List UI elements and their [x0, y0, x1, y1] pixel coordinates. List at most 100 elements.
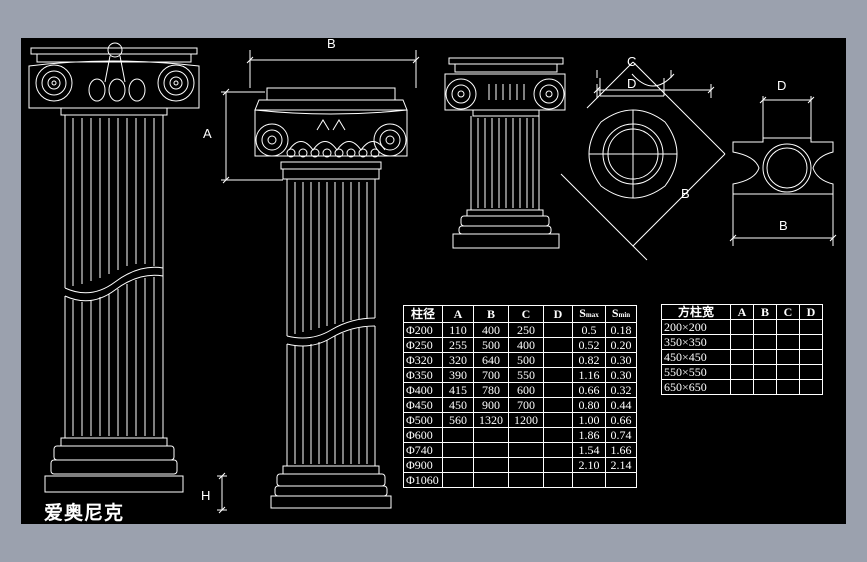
table-cell: 450 [442, 397, 474, 413]
table-row: 450×450 [661, 349, 823, 365]
dim-d-round: D [627, 76, 636, 91]
table-cell: 0.66 [605, 412, 637, 428]
column-2-shaft-lower [286, 326, 376, 466]
dim-a: A [203, 126, 212, 141]
table-cell: Φ500 [403, 412, 443, 428]
column-3-shaft [470, 116, 540, 210]
table-cell: 0.30 [605, 367, 637, 383]
drawing-canvas: B A H C D B D B 柱径 A B C D Smax Smin Φ20… [21, 38, 846, 524]
header-sq-a: A [730, 304, 754, 320]
table-cell: Φ200 [403, 322, 443, 338]
table-cell: 400 [508, 337, 544, 353]
round-table-header: 柱径 A B C D Smax Smin [403, 305, 637, 323]
column-1-shaft-upper [64, 115, 164, 302]
table-cell: 700 [508, 397, 544, 413]
table-cell [543, 457, 573, 473]
table-cell [730, 364, 754, 380]
dim-b-round: B [681, 186, 690, 201]
header-a: A [442, 305, 474, 323]
table-cell [543, 427, 573, 443]
table-cell: 200×200 [661, 319, 731, 335]
table-cell: 400 [473, 322, 509, 338]
table-cell: 1.00 [572, 412, 606, 428]
table-cell [799, 379, 823, 395]
table-cell: Φ320 [403, 352, 443, 368]
square-table-header: 方柱宽 A B C D [661, 304, 823, 320]
square-section [729, 96, 837, 246]
table-cell [776, 349, 800, 365]
table-cell [543, 382, 573, 398]
table-cell: 1.54 [572, 442, 606, 458]
table-cell: 640 [473, 352, 509, 368]
table-cell: 700 [473, 367, 509, 383]
table-cell [543, 412, 573, 428]
table-cell: 1320 [473, 412, 509, 428]
table-cell [572, 472, 606, 488]
table-cell [753, 319, 777, 335]
header-square-width: 方柱宽 [661, 304, 731, 320]
table-cell [776, 364, 800, 380]
table-cell [508, 442, 544, 458]
dim-d-square: D [777, 78, 786, 93]
table-cell: 2.10 [572, 457, 606, 473]
table-cell [473, 457, 509, 473]
table-cell: 320 [442, 352, 474, 368]
header-c: C [508, 305, 544, 323]
table-cell [543, 397, 573, 413]
column-3-base [452, 209, 560, 249]
table-cell [442, 427, 474, 443]
column-3 [444, 57, 566, 249]
column-1-base [44, 437, 184, 493]
table-cell [753, 334, 777, 350]
table-cell [776, 334, 800, 350]
round-section [560, 61, 726, 261]
table-cell [473, 442, 509, 458]
table-cell: 780 [473, 382, 509, 398]
column-1-capital [28, 42, 200, 116]
table-cell: 390 [442, 367, 474, 383]
table-row: 550×550 [661, 364, 823, 380]
table-cell: 0.30 [605, 352, 637, 368]
table-cell: Φ600 [403, 427, 443, 443]
table-cell: 560 [442, 412, 474, 428]
dim-c: C [627, 54, 636, 69]
table-cell: 600 [508, 382, 544, 398]
table-row: 200×200 [661, 319, 823, 335]
table-cell: 0.20 [605, 337, 637, 353]
table-cell [799, 319, 823, 335]
column-2 [217, 50, 420, 514]
table-cell [776, 319, 800, 335]
table-cell: 350×350 [661, 334, 731, 350]
dim-h: H [201, 488, 210, 503]
column-2-dimensions [217, 50, 420, 514]
table-cell: 900 [473, 397, 509, 413]
table-cell [799, 364, 823, 380]
table-cell: 500 [508, 352, 544, 368]
column-1 [28, 42, 200, 493]
table-cell [508, 472, 544, 488]
table-cell: Φ350 [403, 367, 443, 383]
table-cell: 450×450 [661, 349, 731, 365]
table-cell: 110 [442, 322, 474, 338]
table-cell [776, 379, 800, 395]
table-cell [799, 349, 823, 365]
column-3-capital [444, 57, 566, 117]
table-cell [543, 367, 573, 383]
table-cell: Φ740 [403, 442, 443, 458]
table-cell [799, 334, 823, 350]
table-cell [753, 379, 777, 395]
table-cell [543, 337, 573, 353]
table-cell: 255 [442, 337, 474, 353]
table-cell: 550×550 [661, 364, 731, 380]
table-cell: 0.5 [572, 322, 606, 338]
table-cell [543, 352, 573, 368]
table-cell [508, 427, 544, 443]
table-cell: 1.66 [605, 442, 637, 458]
table-cell [753, 364, 777, 380]
table-cell: Φ450 [403, 397, 443, 413]
table-cell: 415 [442, 382, 474, 398]
